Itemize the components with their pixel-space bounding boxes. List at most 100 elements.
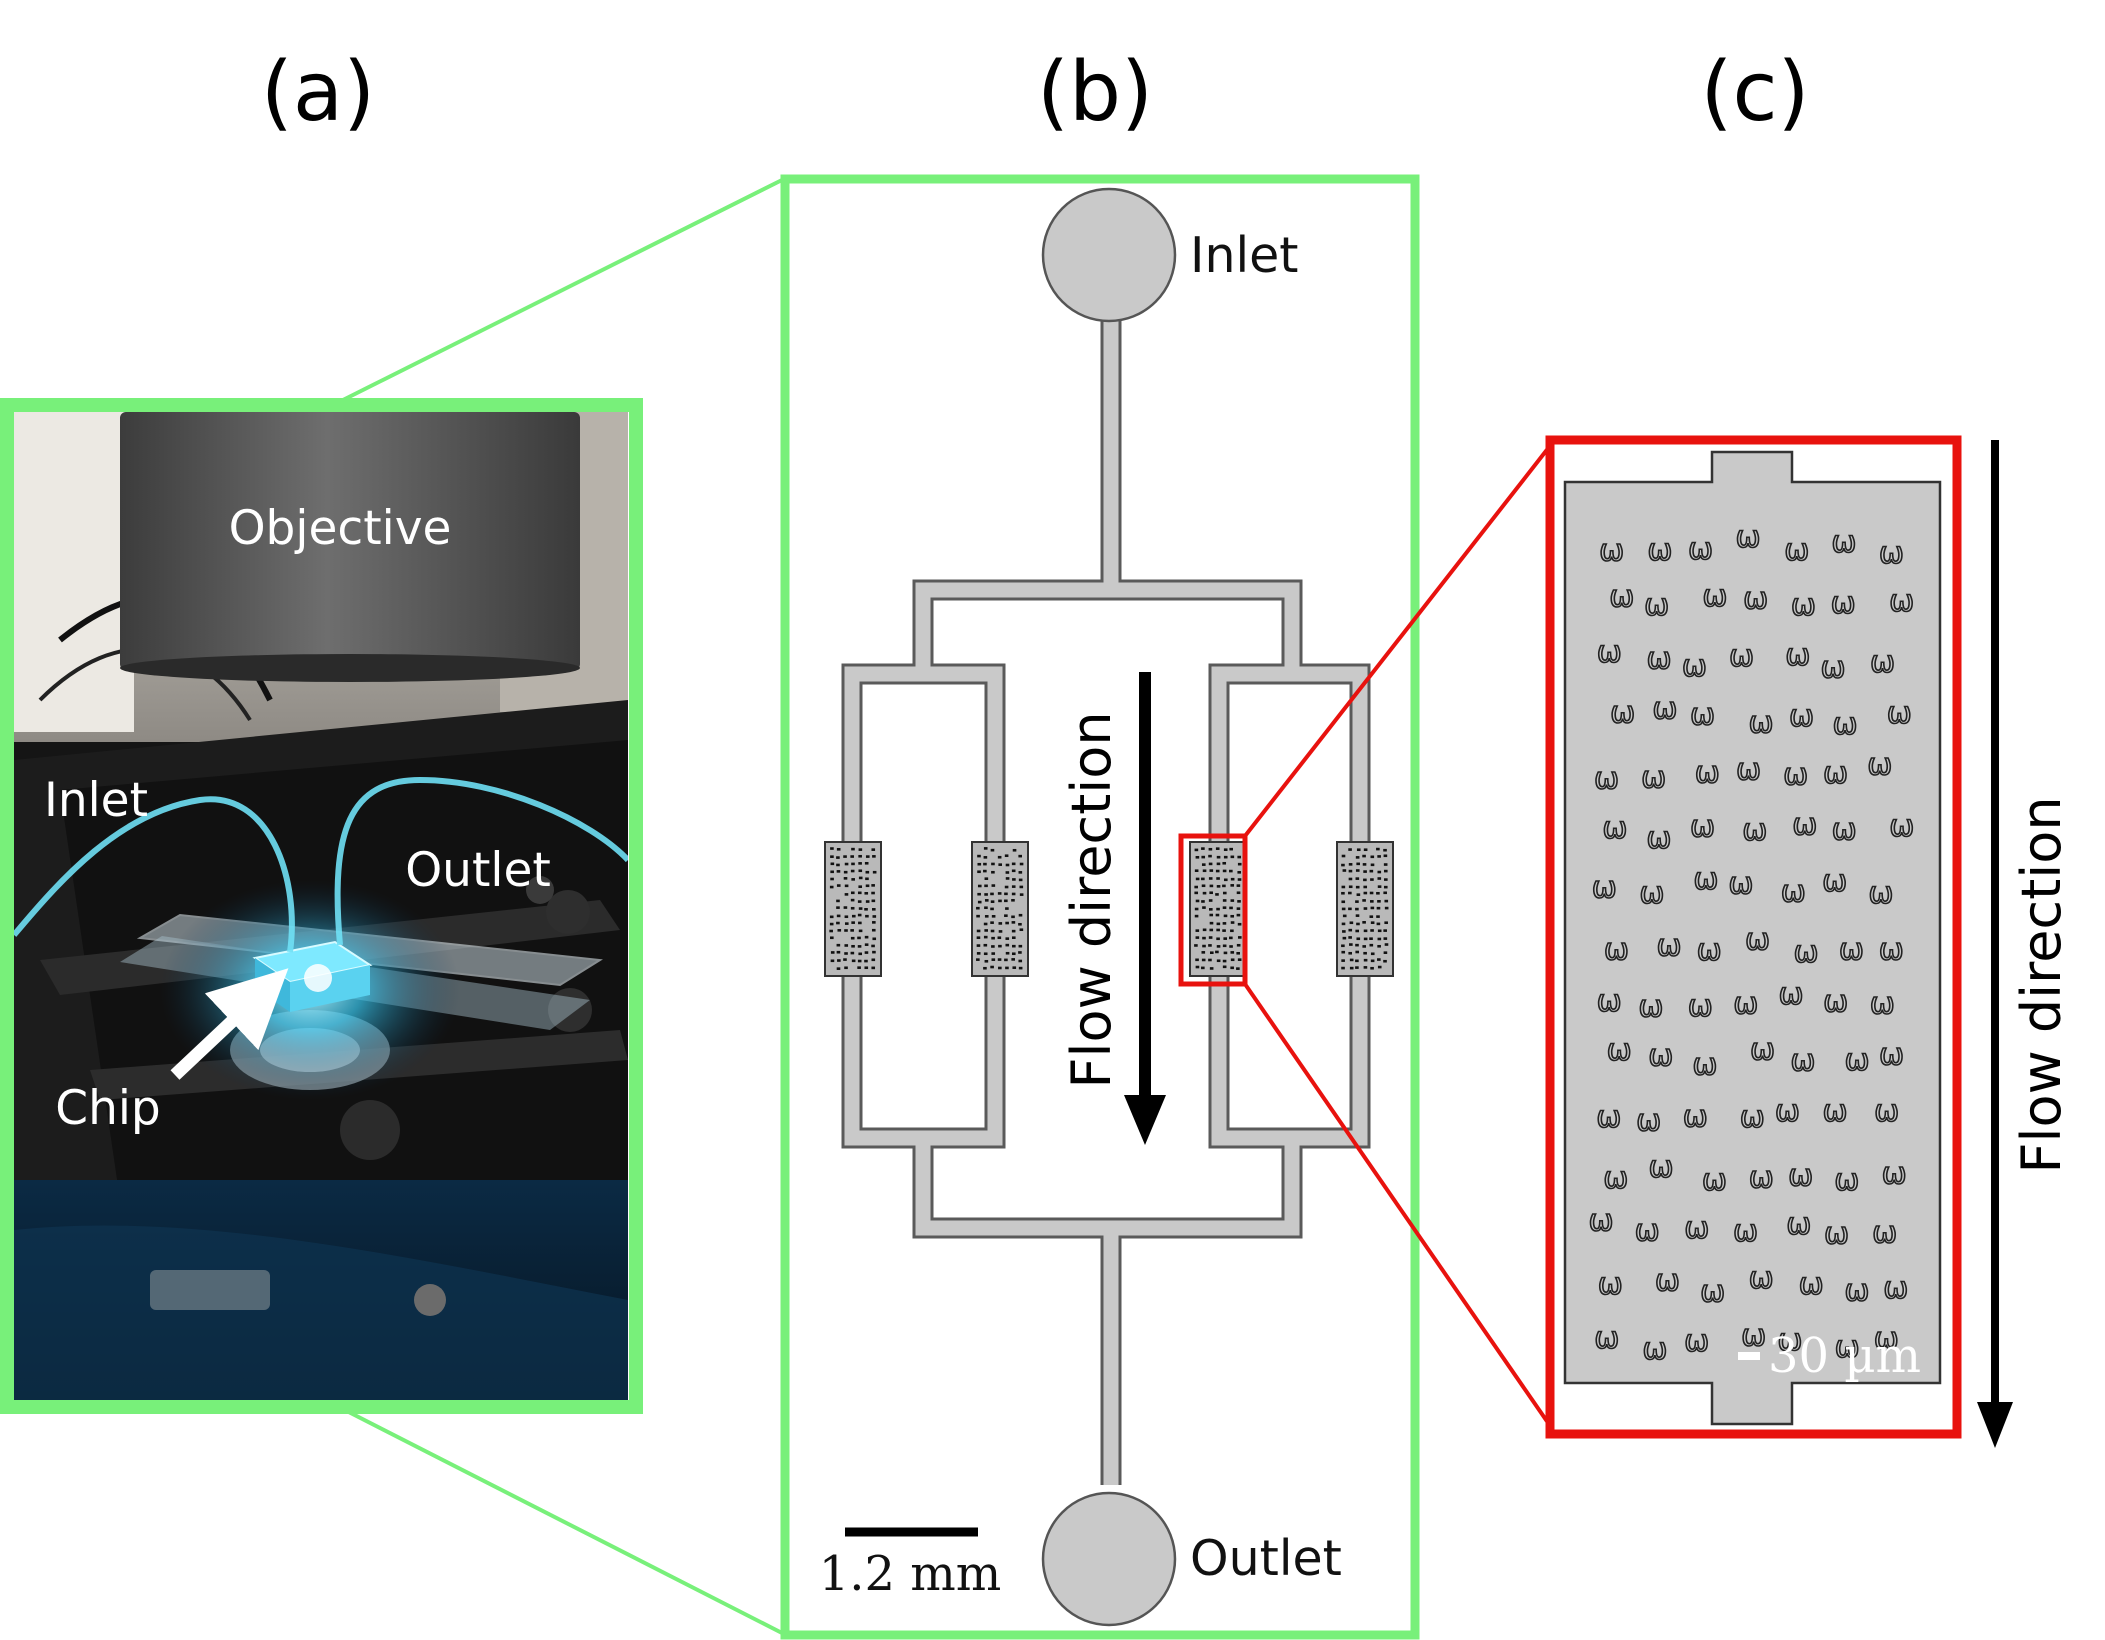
trap-dot <box>1011 936 1016 939</box>
trap-dot <box>829 929 833 933</box>
trap-dot <box>843 870 848 874</box>
trap-dot <box>1195 877 1200 881</box>
trap-dot <box>1223 937 1228 940</box>
trap-dot <box>1209 869 1214 872</box>
trap-dot <box>1216 928 1220 932</box>
trap-dot <box>1202 891 1207 895</box>
trap-dot <box>1363 966 1368 969</box>
trap-dot <box>1383 951 1388 954</box>
trap-dot <box>1383 848 1387 852</box>
trap-symbol: ω <box>1599 534 1624 569</box>
trap-dot <box>1005 951 1010 955</box>
trap-dot <box>1341 885 1346 889</box>
trap-symbol: ω <box>1845 1043 1870 1078</box>
trap-dot <box>844 952 848 955</box>
trap-dot <box>1194 885 1198 889</box>
trap-symbol: ω <box>1597 984 1622 1019</box>
trap-dot <box>1383 937 1388 940</box>
trap-symbol: ω <box>1749 706 1774 741</box>
trap-dot <box>990 907 994 911</box>
trap-symbol: ω <box>1789 699 1814 734</box>
trap-dot <box>1222 906 1227 909</box>
trap-dot <box>830 877 834 881</box>
trap-dot <box>865 855 870 858</box>
trap-symbol: ω <box>1783 757 1808 792</box>
trap-dot <box>1341 959 1345 962</box>
trap-dot <box>984 899 989 902</box>
trap-dot <box>1348 877 1353 881</box>
outlet-tubing <box>334 776 628 946</box>
trap-dot <box>858 848 863 851</box>
trap-dot <box>843 958 847 961</box>
trap-dot <box>1362 854 1366 858</box>
trap-dot <box>836 967 841 970</box>
trap-dot <box>1377 965 1382 969</box>
trap-dot <box>1377 944 1381 948</box>
trap-dot <box>1209 908 1213 911</box>
trap-dot <box>836 848 841 851</box>
trap-dot <box>830 847 834 850</box>
trap-dot <box>836 943 841 947</box>
trap-dot <box>1004 958 1008 962</box>
trap-dot <box>1383 854 1388 858</box>
trap-dot <box>1355 900 1359 903</box>
trap-dot <box>1011 921 1016 924</box>
trap-dot <box>991 945 995 948</box>
trap-symbol: ω <box>1596 1100 1621 1135</box>
trap-dot <box>1369 869 1374 873</box>
trap-symbol: ω <box>1647 533 1672 568</box>
trap-dot <box>850 906 855 910</box>
trap-dot <box>1018 913 1023 917</box>
trap-dot <box>983 862 987 866</box>
trap-dot <box>983 952 988 956</box>
trap-dot <box>977 862 982 866</box>
trap-dot <box>1377 958 1381 961</box>
trap-dot <box>1018 944 1023 948</box>
trap-dot <box>997 892 1002 895</box>
trap-symbol: ω <box>1642 1332 1667 1367</box>
trap-dot <box>976 906 980 910</box>
trap-dot <box>1209 921 1214 925</box>
trap-dot <box>1341 966 1345 970</box>
trap-dot <box>1237 900 1241 903</box>
trap-dot <box>864 935 869 939</box>
trap-symbol: ω <box>1887 696 1912 731</box>
trap-symbol: ω <box>1883 1271 1908 1306</box>
trap-dot <box>1194 944 1198 947</box>
trap-dot <box>1208 854 1212 858</box>
trap-symbol: ω <box>1594 761 1619 796</box>
trap-symbol: ω <box>1657 928 1682 963</box>
trap-dot <box>1341 863 1345 867</box>
trap-dot <box>990 892 994 896</box>
trap-dot <box>1018 871 1023 874</box>
trap-dot <box>871 848 876 851</box>
trap-dot <box>1377 937 1382 941</box>
zoom-highlight-box <box>1178 833 1248 987</box>
trap-dot <box>872 921 876 924</box>
trap-symbol: ω <box>1870 645 1895 680</box>
trap-dot <box>1342 936 1347 940</box>
trap-dot <box>858 885 863 888</box>
trap-symbol: ω <box>1889 584 1914 619</box>
trap-dot <box>1370 921 1375 924</box>
trap-dot <box>1230 958 1235 962</box>
trap-symbol: ω <box>1775 1094 1800 1129</box>
trap-symbol: ω <box>1832 707 1857 742</box>
trap-dot <box>1201 958 1206 962</box>
trap-dot <box>1208 899 1213 902</box>
trap-dot <box>1229 936 1233 940</box>
trap-dot <box>977 900 982 904</box>
zoom-line-top <box>334 178 783 406</box>
trap-dot <box>983 943 988 947</box>
trap-symbol: ω <box>1684 1324 1709 1359</box>
trap-dot <box>864 861 869 865</box>
trap-dot <box>1018 951 1022 954</box>
trap-dot <box>850 869 855 873</box>
trap-dot <box>844 893 849 896</box>
trap-dot <box>837 929 842 932</box>
trap-dot <box>836 863 840 867</box>
trap-dot <box>1012 944 1016 948</box>
trap-dot <box>871 966 876 970</box>
trap-dot <box>836 906 840 909</box>
label-inlet-photo: Inlet <box>44 773 148 828</box>
